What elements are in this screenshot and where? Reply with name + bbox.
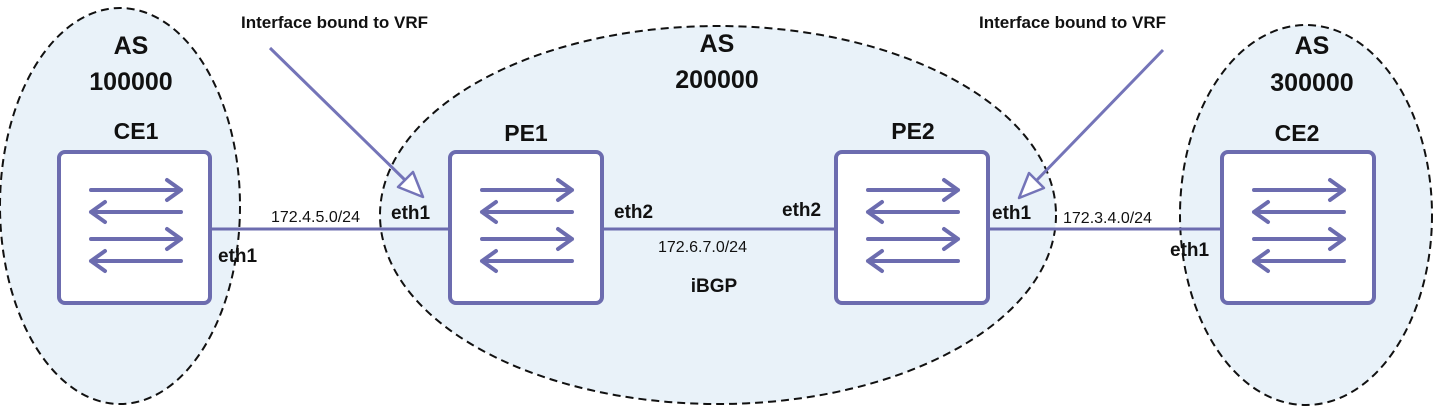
device-box (57, 150, 212, 305)
as-title-100000: AS (114, 32, 149, 60)
device-box (834, 150, 990, 305)
device-box (448, 150, 604, 305)
bidirectional-arrows-icon (89, 178, 183, 273)
arrow-left-icon (866, 249, 960, 273)
vrf-annotation-arrowhead-left (396, 170, 425, 199)
device-label-ce2: CE2 (1275, 120, 1320, 146)
vrf-annotation-arrow-right (1033, 48, 1165, 184)
device-pe2[interactable] (834, 150, 990, 305)
arrow-right-icon (480, 227, 574, 251)
as-number-200000: 200000 (675, 66, 758, 94)
bidirectional-arrows-icon (1252, 178, 1346, 273)
as-title-200000: AS (700, 30, 735, 58)
vrf-annotation-arrowhead-right (1017, 171, 1046, 200)
arrow-right-icon (1252, 227, 1346, 251)
device-ce2[interactable] (1220, 150, 1376, 305)
vrf-annotation-left: Interface bound to VRF (241, 13, 428, 32)
vrf-annotation-arrow-left (268, 46, 409, 184)
arrow-left-icon (866, 200, 960, 224)
interface-pe1-eth2: eth2 (614, 202, 653, 223)
arrow-right-icon (866, 227, 960, 251)
protocol-label-ibgp: iBGP (691, 276, 738, 297)
interface-ce1-eth1: eth1 (218, 246, 258, 267)
device-pe1[interactable] (448, 150, 604, 305)
interface-pe2-eth1: eth1 (992, 203, 1032, 224)
subnet-label-ce1-pe1: 172.4.5.0/24 (271, 209, 360, 226)
as-number-300000: 300000 (1270, 69, 1353, 97)
arrow-left-icon (480, 200, 574, 224)
interface-ce2-eth1: eth1 (1170, 240, 1210, 261)
as-zone-200000 (379, 25, 1057, 405)
arrow-right-icon (480, 178, 574, 202)
device-ce1[interactable] (57, 150, 212, 305)
arrow-left-icon (89, 200, 183, 224)
interface-pe1-eth1: eth1 (391, 203, 431, 224)
arrow-right-icon (1252, 178, 1346, 202)
as-title-300000: AS (1295, 32, 1330, 60)
arrow-right-icon (89, 227, 183, 251)
device-label-ce1: CE1 (114, 118, 159, 144)
bidirectional-arrows-icon (480, 178, 574, 273)
arrow-right-icon (866, 178, 960, 202)
bidirectional-arrows-icon (866, 178, 960, 273)
device-label-pe2: PE2 (891, 118, 934, 144)
arrow-left-icon (480, 249, 574, 273)
arrow-left-icon (1252, 200, 1346, 224)
arrow-left-icon (1252, 249, 1346, 273)
as-number-100000: 100000 (89, 68, 172, 96)
arrow-left-icon (89, 249, 183, 273)
subnet-label-pe2-ce2: 172.3.4.0/24 (1063, 210, 1152, 227)
vrf-annotation-right: Interface bound to VRF (979, 13, 1166, 32)
arrow-right-icon (89, 178, 183, 202)
interface-pe2-eth2: eth2 (782, 200, 821, 221)
subnet-label-pe1-pe2: 172.6.7.0/24 (658, 239, 747, 256)
device-box (1220, 150, 1376, 305)
device-label-pe1: PE1 (504, 120, 548, 146)
